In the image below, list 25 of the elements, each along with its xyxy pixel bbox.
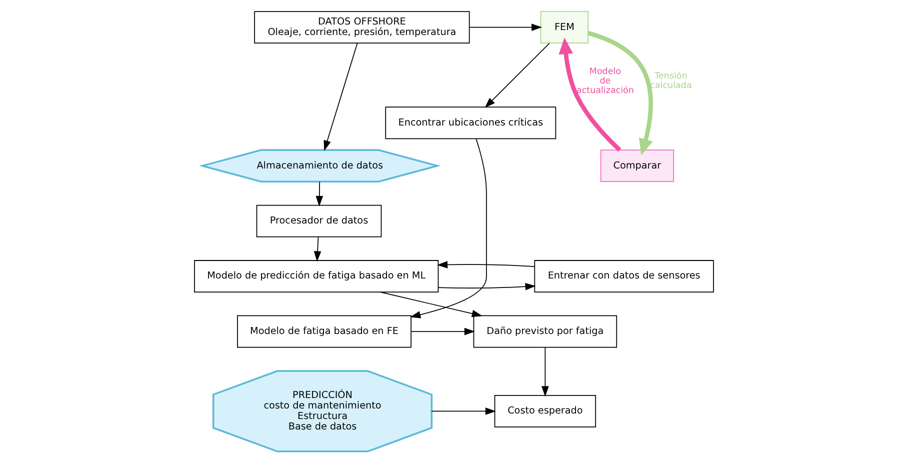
node-box: Modelo de predicción de fatiga basado en ML: [194, 260, 438, 292]
arrow: [484, 42, 550, 108]
node-box: Modelo de fatiga basado en FE: [236, 315, 411, 348]
arrow: [323, 42, 358, 151]
arrow: [437, 282, 536, 290]
node-box: Procesador de datos: [256, 204, 382, 238]
node-box: FEM: [540, 11, 588, 44]
arrow: [379, 292, 482, 318]
node-box: Entrenar con datos de sensores: [534, 260, 714, 292]
edge-label: Modelo de actualización: [576, 66, 634, 96]
arrow: [540, 346, 548, 397]
node-box: Comparar: [600, 150, 674, 182]
node-box: DATOS OFFSHORE Oleaje, corriente, presión, temperatura: [254, 11, 470, 44]
arrow: [558, 38, 621, 152]
arrow: [436, 261, 534, 268]
node-box: Encontrar ubicaciones críticas: [384, 106, 556, 140]
node-box: Daño previsto por fatiga: [472, 315, 617, 348]
arrow: [430, 408, 496, 415]
arrow: [587, 30, 652, 156]
node-box: Costo esperado: [494, 395, 596, 428]
arrow: [468, 24, 542, 31]
arrow: [410, 328, 474, 336]
arrow: [315, 181, 323, 206]
arrow: [313, 236, 321, 262]
arrow: [409, 138, 486, 318]
